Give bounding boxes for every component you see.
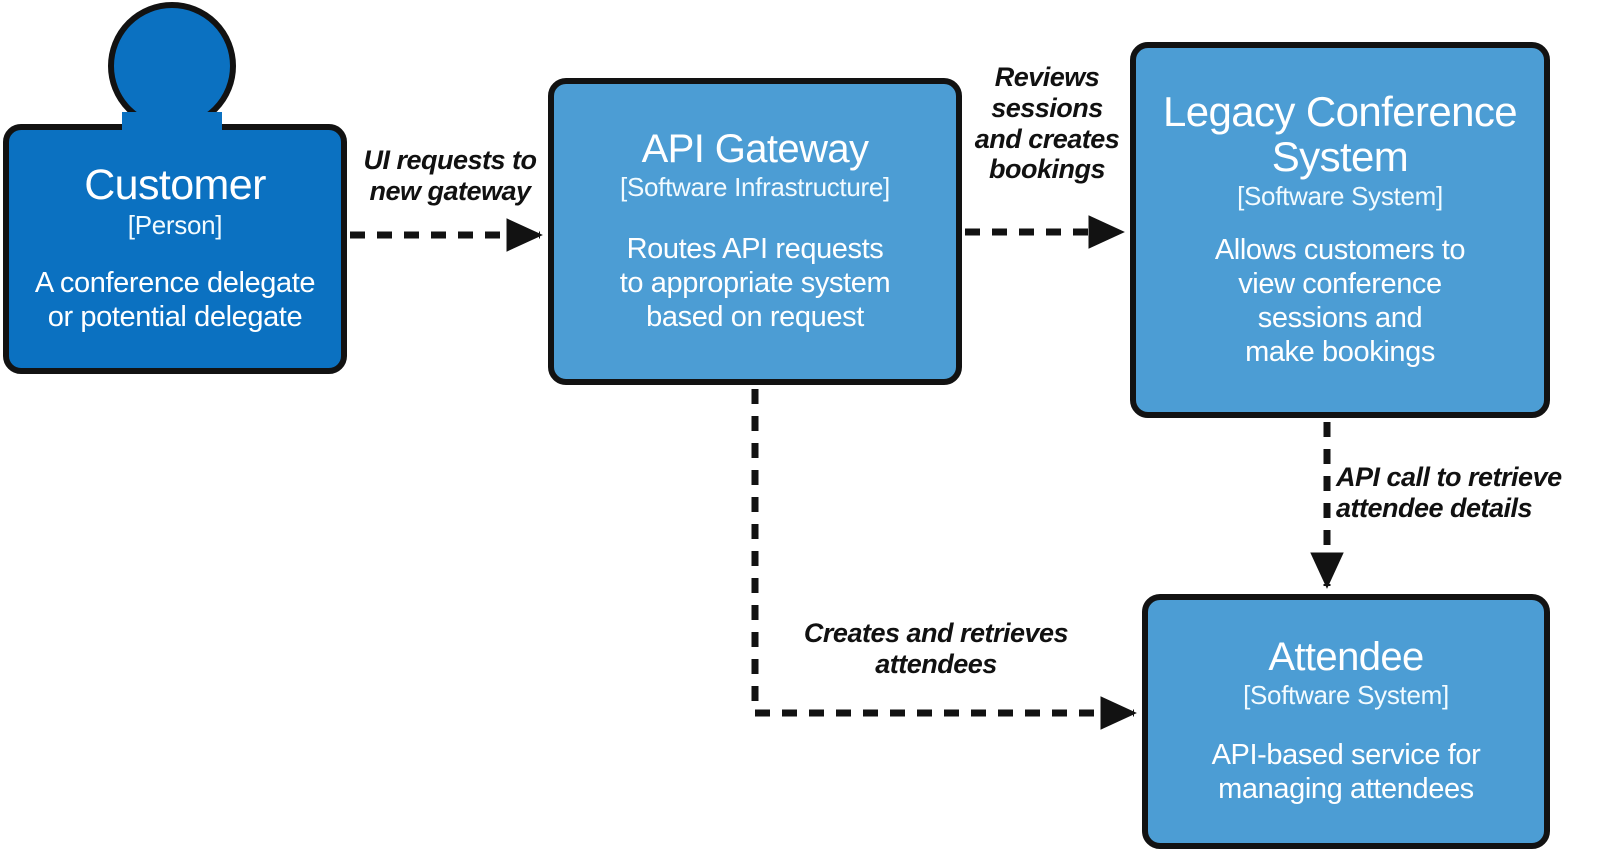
node-customer-description: A conference delegate or potential deleg… (34, 267, 316, 334)
node-legacy-conference-system-title: Legacy Conference System (1162, 88, 1518, 180)
edge-gateway-to-attendee (751, 389, 1137, 730)
node-attendee-description: API-based service for managing attendees (1211, 739, 1481, 806)
edge-label-gateway-to-attendee: Creates and retrieves attendees (803, 618, 1069, 679)
node-customer-title: Customer (84, 160, 266, 209)
node-api-gateway-title: API Gateway (641, 126, 869, 171)
node-attendee-title: Attendee (1268, 634, 1424, 679)
edge-label-customer-to-gateway: UI requests to new gateway (363, 145, 537, 206)
node-api-gateway-description: Routes API requests to appropriate syste… (619, 233, 891, 334)
edge-label-gateway-to-legacy: Reviews sessions and creates bookings (974, 62, 1120, 185)
node-attendee-type: [Software System] (1243, 680, 1449, 711)
node-api-gateway[interactable]: API Gateway [Software Infrastructure] Ro… (548, 78, 962, 385)
node-legacy-conference-system-type: [Software System] (1237, 181, 1443, 212)
customer-person-neck-fill (122, 112, 222, 142)
edge-label-legacy-to-attendee: API call to retrieve attendee details (1336, 462, 1562, 523)
node-api-gateway-type: [Software Infrastructure] (620, 172, 890, 203)
node-attendee[interactable]: Attendee [Software System] API-based ser… (1142, 594, 1550, 849)
customer-person-head-icon (108, 2, 236, 130)
node-customer-type: [Person] (127, 210, 223, 241)
node-legacy-conference-system[interactable]: Legacy Conference System [Software Syste… (1130, 42, 1550, 418)
node-legacy-conference-system-description: Allows customers to view conference sess… (1214, 234, 1466, 368)
node-customer[interactable]: Customer [Person] A conference delegate … (3, 124, 347, 374)
